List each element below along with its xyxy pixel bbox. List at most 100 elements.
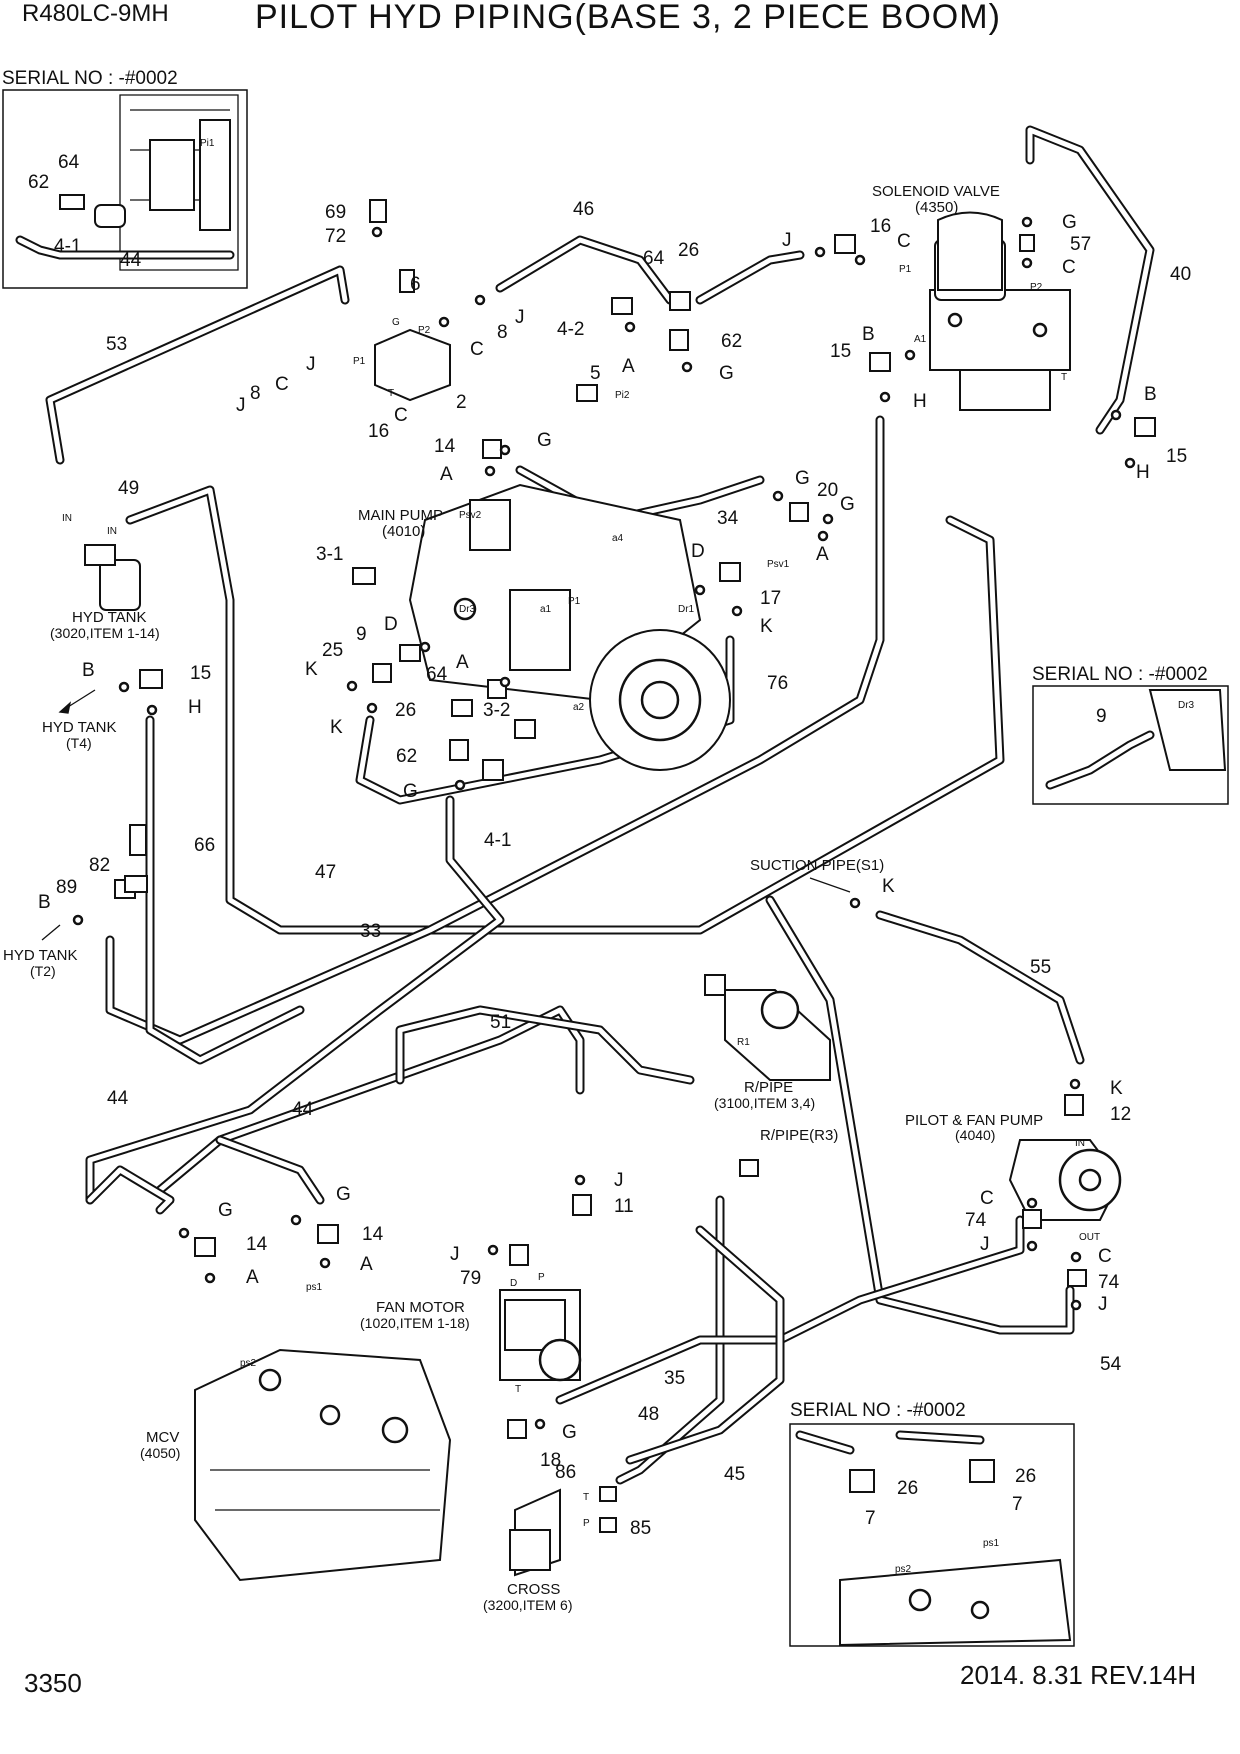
port-in: IN xyxy=(107,526,117,537)
callout-44: 44 xyxy=(120,250,142,271)
callout-A: A xyxy=(246,1267,259,1288)
callout-J: J xyxy=(450,1244,460,1265)
callout-G: G xyxy=(840,494,855,515)
callout-G: G xyxy=(403,781,418,802)
port-p2: P2 xyxy=(418,325,431,336)
port-p1: P1 xyxy=(353,356,366,367)
callout-49: 49 xyxy=(118,478,139,499)
callout-72: 72 xyxy=(325,226,346,247)
callout-B: B xyxy=(862,324,875,345)
callout-C: C xyxy=(394,405,408,426)
callout-35: 35 xyxy=(664,1368,685,1389)
callout-G: G xyxy=(719,363,734,384)
model-number: R480LC-9MH xyxy=(22,0,169,27)
port-ps1: ps1 xyxy=(306,1282,323,1293)
port-in: IN xyxy=(1075,1138,1085,1149)
callout-B: B xyxy=(1144,384,1157,405)
solenoid-valve-ref: (4350) xyxy=(915,199,958,216)
port-t: T xyxy=(515,1384,521,1395)
callout-J: J xyxy=(306,354,316,375)
callout-74: 74 xyxy=(1098,1272,1120,1293)
callout-7: 7 xyxy=(1012,1494,1023,1515)
callout-G: G xyxy=(795,468,810,489)
inset-serial-label: SERIAL NO : -#0002 xyxy=(2,68,178,89)
cross-block: T P CROSS (3200,ITEM 6) xyxy=(483,1488,590,1613)
callout-8: 8 xyxy=(250,383,261,404)
callout-C: C xyxy=(1098,1246,1112,1267)
callout-4-2: 4-2 xyxy=(557,319,584,340)
inset-bottom: SERIAL NO : -#0002 26 26 7 7 ps2 ps1 xyxy=(789,1400,1075,1647)
port-pi1: Pi1 xyxy=(200,138,215,149)
callout-6: 6 xyxy=(410,274,421,295)
callout-C: C xyxy=(1062,257,1076,278)
port-p2: P2 xyxy=(1030,282,1043,293)
callout-51: 51 xyxy=(490,1012,511,1033)
callout-D: D xyxy=(384,614,398,635)
r-pipe-r3-label: R/PIPE(R3) xyxy=(760,1127,838,1144)
callout-C: C xyxy=(470,339,484,360)
port-a1: A1 xyxy=(914,334,927,345)
callout-J: J xyxy=(614,1170,624,1191)
r-pipe-ref: (3100,ITEM 3,4) xyxy=(714,1095,815,1111)
main-pump: MAIN PUMP (4010) Psv2 Psv1 a4 Dr3 a1 P1 … xyxy=(358,390,790,771)
callout-5: 5 xyxy=(590,363,601,384)
callout-C: C xyxy=(980,1188,994,1209)
callout-K: K xyxy=(760,616,773,637)
port-t: T xyxy=(1061,372,1067,383)
callout-62: 62 xyxy=(396,746,417,767)
callout-86: 86 xyxy=(555,1462,576,1483)
callout-16: 16 xyxy=(368,421,389,442)
callout-33: 33 xyxy=(360,921,381,942)
callout-numbers: 69 72 46 26 64 16 C 57 G C 40 J 53 6 8 J… xyxy=(38,199,1191,1539)
callout-K: K xyxy=(330,717,343,738)
callout-3-1: 3-1 xyxy=(316,544,343,565)
callout-A: A xyxy=(360,1254,373,1275)
callout-4-1: 4-1 xyxy=(54,236,81,257)
port-in: IN xyxy=(62,513,72,524)
callout-85: 85 xyxy=(630,1518,651,1539)
callout-G: G xyxy=(537,430,552,451)
mcv-ref: (4050) xyxy=(140,1445,180,1461)
callout-11: 11 xyxy=(614,1196,634,1217)
callout-54: 54 xyxy=(1100,1354,1122,1375)
callout-7: 7 xyxy=(865,1508,876,1529)
callout-12: 12 xyxy=(1110,1104,1131,1125)
callout-34: 34 xyxy=(717,508,739,529)
port-r1: R1 xyxy=(737,1037,750,1048)
main-pump-label: MAIN PUMP xyxy=(358,507,443,524)
port-dr1: Dr1 xyxy=(678,604,695,615)
hyd-tank-t4-ref: (T4) xyxy=(66,735,92,751)
pilot-fan-pump-label: PILOT & FAN PUMP xyxy=(905,1112,1043,1129)
suction-pipe-label: SUCTION PIPE(S1) xyxy=(750,857,884,874)
callout-79: 79 xyxy=(460,1268,481,1289)
callout-C: C xyxy=(897,231,911,252)
callout-89: 89 xyxy=(56,877,77,898)
callout-44: 44 xyxy=(107,1088,129,1109)
callout-74: 74 xyxy=(965,1210,987,1231)
callout-62: 62 xyxy=(721,331,742,352)
callout-B: B xyxy=(38,892,51,913)
callout-64: 64 xyxy=(58,152,80,173)
pilot-fan-pump-ref: (4040) xyxy=(955,1127,995,1143)
callout-16: 16 xyxy=(870,216,891,237)
callout-64: 64 xyxy=(643,248,665,269)
callout-17: 17 xyxy=(760,588,781,609)
port-t: T xyxy=(583,1492,589,1503)
fan-motor: D P T FAN MOTOR (1020,ITEM 1-18) xyxy=(360,1272,582,1395)
callout-47: 47 xyxy=(315,862,336,883)
callout-K: K xyxy=(882,876,895,897)
page-number: 3350 xyxy=(24,1668,82,1698)
pilot-fan-pump: IN OUT PILOT & FAN PUMP (4040) xyxy=(905,1112,1122,1243)
port-a4: a4 xyxy=(612,533,624,544)
port-p: P xyxy=(538,1272,545,1283)
callout-A: A xyxy=(440,464,453,485)
revision-date: 2014. 8.31 REV.14H xyxy=(960,1660,1197,1690)
hoses xyxy=(45,125,1155,1485)
solenoid-valve-label: SOLENOID VALVE xyxy=(872,183,1000,200)
port-p1: P1 xyxy=(899,264,912,275)
callout-G: G xyxy=(336,1184,351,1205)
hyd-tank-ref: (3020,ITEM 1-14) xyxy=(50,625,160,641)
callout-14: 14 xyxy=(362,1224,384,1245)
callout-44: 44 xyxy=(292,1099,314,1120)
callout-J: J xyxy=(1098,1294,1108,1315)
